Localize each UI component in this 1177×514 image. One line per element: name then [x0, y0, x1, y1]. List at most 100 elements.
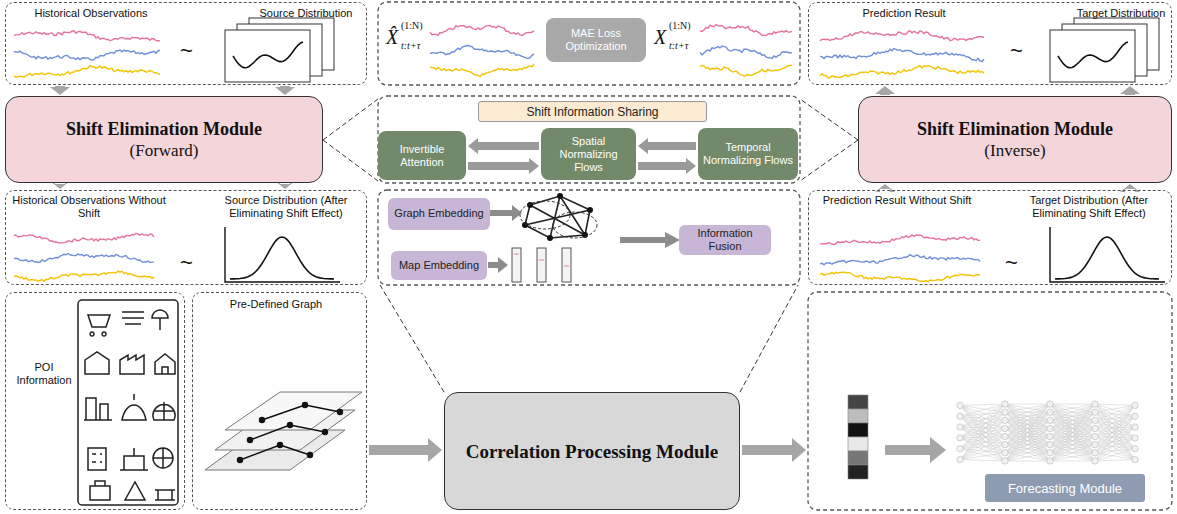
node-text: MAE Loss Optimization [546, 27, 646, 53]
network-link [1095, 404, 1135, 427]
series-line [820, 255, 980, 265]
network-neuron [1047, 409, 1053, 415]
forecast-box: Forecasting Module [985, 474, 1145, 502]
network-link [1095, 405, 1135, 452]
math-symbol: X̂ [386, 26, 398, 49]
network-link [1005, 404, 1050, 437]
network-link [960, 438, 1005, 461]
node-text: Source Distribution (After Eliminating S… [206, 194, 366, 220]
network-neuron [1132, 424, 1138, 430]
series-line [820, 235, 980, 245]
embedding-box: Graph Embedding [388, 198, 490, 230]
poi-panel: POI Information [5, 292, 185, 510]
network-neuron [1092, 425, 1098, 431]
network-link [960, 420, 1005, 438]
network-link [1050, 412, 1095, 461]
node-text: POI Information [10, 361, 78, 387]
network-neuron [1047, 425, 1053, 431]
embedding-box: Map Embedding [391, 251, 487, 280]
flow-box: Spatial Normalizing Flows [541, 128, 636, 180]
network-link [1005, 453, 1050, 461]
series-line [14, 66, 160, 78]
network-link [1095, 449, 1135, 461]
series-line [14, 50, 160, 60]
network-neuron [1047, 433, 1053, 439]
network-link [1050, 453, 1095, 461]
block-arrow [468, 138, 539, 154]
network-link [1050, 404, 1095, 437]
node-text: Temporal Normalizing Flows [698, 141, 798, 167]
network-link [960, 404, 1005, 427]
distribution-frame [1050, 30, 1135, 82]
node-text: (Inverse) [980, 140, 1049, 162]
node-text: Shift Information Sharing [522, 105, 662, 119]
block-arrow [50, 86, 70, 95]
network-link [1095, 405, 1135, 461]
network-link [1095, 404, 1135, 405]
node-text: Historical Observations Without Shift [9, 194, 169, 220]
block-arrow [275, 86, 295, 95]
network-link [1095, 427, 1135, 445]
block-arrow [369, 438, 442, 462]
network-link [1095, 427, 1135, 453]
network-link [1005, 404, 1050, 461]
node-text: Correlation Processing Module [462, 440, 723, 463]
block-arrow [468, 158, 539, 174]
network-neuron [1092, 433, 1098, 439]
node-text: Target Distribution [1071, 7, 1171, 20]
network-neuron [1047, 441, 1053, 447]
series-line [820, 49, 984, 62]
network-link [960, 437, 1005, 460]
network-link [1050, 404, 1095, 412]
network-link [1005, 445, 1050, 461]
network-link [1050, 404, 1095, 461]
network-link [1050, 412, 1095, 461]
node-text: Shift Elimination Module [62, 118, 266, 140]
network-link [1005, 437, 1050, 461]
network-link [1095, 438, 1135, 461]
network-neuron [1002, 450, 1008, 456]
network-neuron [1002, 441, 1008, 447]
output-panel: Prediction Result Without ShiftTarget Di… [808, 190, 1172, 285]
network-link [1050, 404, 1095, 420]
network-link [1005, 404, 1050, 420]
distribution-frame [225, 30, 310, 82]
module-box: Correlation Processing Module [444, 392, 740, 510]
network-link [1050, 428, 1095, 461]
network-neuron [1047, 417, 1053, 423]
axis [225, 227, 340, 282]
network-link [1050, 404, 1095, 405]
node-text: Information Fusion [679, 227, 771, 253]
network-link [1005, 453, 1050, 461]
network-link [1050, 445, 1095, 461]
network-link [1095, 427, 1135, 436]
math-symbol: t:t+τ [669, 40, 688, 51]
loss-box: MAE Loss Optimization [546, 18, 646, 62]
network-neuron [1092, 450, 1098, 456]
network-neuron [1132, 402, 1138, 408]
network-link [1050, 445, 1095, 461]
network-link [1050, 420, 1095, 461]
network-link [960, 427, 1005, 428]
network-link [1005, 404, 1050, 428]
flow-box: Temporal Normalizing Flows [698, 128, 798, 180]
tilde-symbol: ~ [1010, 38, 1023, 64]
series-line [820, 66, 984, 78]
network-link [1095, 416, 1135, 444]
math-symbol: t:t+τ [401, 40, 420, 51]
network-neuron [1092, 401, 1098, 407]
network-neuron [957, 424, 963, 430]
network-link [1005, 404, 1050, 445]
math-symbol: X [654, 26, 666, 49]
network-link [1005, 404, 1050, 461]
network-link [1005, 428, 1050, 461]
network-link [1095, 427, 1135, 461]
network-link [1005, 404, 1050, 428]
network-link [1050, 437, 1095, 461]
series-line [430, 64, 534, 77]
network-link [1095, 437, 1135, 438]
series-line [700, 65, 792, 76]
network-link [1095, 404, 1135, 449]
network-link [1005, 404, 1050, 437]
network-neuron [957, 435, 963, 441]
